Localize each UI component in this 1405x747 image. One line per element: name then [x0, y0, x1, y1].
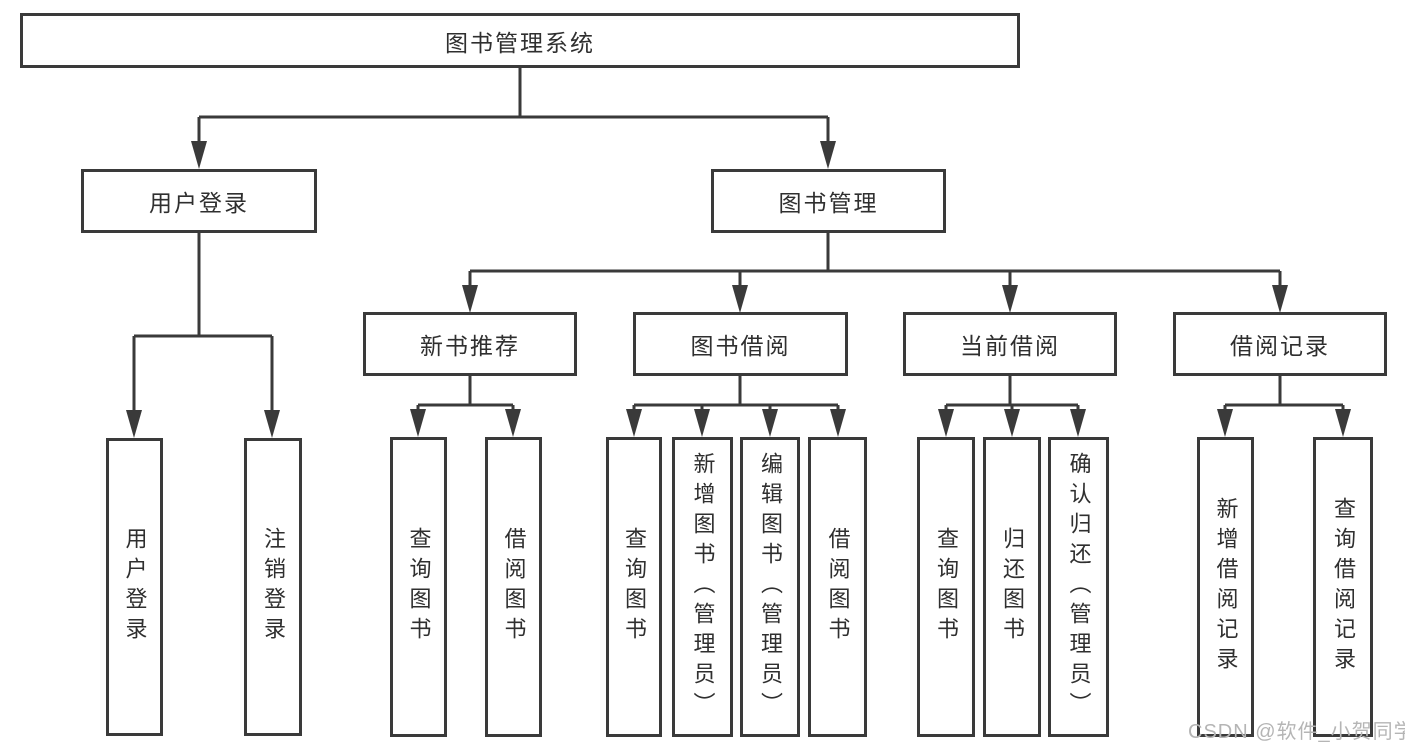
leaf-br-add-record: 新增借阅记录	[1197, 437, 1254, 737]
leaf-bb-add-books-admin: 新增图书（管理员）	[672, 437, 733, 737]
leaf-cb-query-books-label: 查询图书	[934, 527, 959, 647]
leaf-cb-return-books: 归还图书	[983, 437, 1041, 737]
node-library-system: 图书管理系统	[20, 13, 1020, 68]
leaf-cb-return-books-label: 归还图书	[1000, 527, 1025, 647]
leaf-nbr-query-books: 查询图书	[390, 437, 447, 737]
node-borrow-records-label: 借阅记录	[1230, 333, 1330, 359]
edge-root-to-level2	[191, 68, 836, 169]
leaf-cb-confirm-return-admin-label: 确认归还（管理员）	[1066, 452, 1092, 722]
leaf-nbr-query-books-label: 查询图书	[406, 527, 432, 647]
node-borrow-records: 借阅记录	[1173, 312, 1387, 376]
leaf-logout: 注销登录	[244, 438, 302, 736]
leaf-user-login-label: 用户登录	[122, 527, 148, 647]
leaf-bb-query-books-label: 查询图书	[622, 527, 647, 647]
node-book-borrow-label: 图书借阅	[690, 333, 791, 359]
edge-book-borrow-to-leaves	[626, 376, 846, 437]
leaf-nbr-borrow-books: 借阅图书	[485, 437, 542, 737]
leaf-logout-label: 注销登录	[261, 527, 286, 647]
edge-current-borrow-to-leaves	[938, 376, 1086, 437]
node-book-management: 图书管理	[711, 169, 946, 233]
node-book-management-label: 图书管理	[778, 190, 879, 216]
leaf-br-query-record: 查询借阅记录	[1313, 437, 1373, 737]
edge-new-book-recommend-to-leaves	[410, 376, 521, 437]
watermark: CSDN @软件_小贺同学	[1188, 721, 1405, 743]
leaf-bb-query-books: 查询图书	[606, 437, 662, 737]
leaf-user-login: 用户登录	[106, 438, 163, 736]
edge-borrow-records-to-leaves	[1217, 376, 1351, 437]
leaf-bb-borrow-books-label: 借阅图书	[825, 527, 851, 647]
leaf-bb-edit-books-admin: 编辑图书（管理员）	[740, 437, 800, 737]
edge-user-login-to-leaves	[126, 233, 280, 438]
leaf-cb-query-books: 查询图书	[917, 437, 975, 737]
node-library-system-label: 图书管理系统	[445, 29, 595, 56]
node-new-book-recommend-label: 新书推荐	[420, 333, 520, 359]
leaf-bb-edit-books-admin-label: 编辑图书（管理员）	[758, 452, 783, 722]
node-book-borrow: 图书借阅	[633, 312, 848, 376]
node-current-borrow-label: 当前借阅	[960, 333, 1060, 359]
leaf-br-add-record-label: 新增借阅记录	[1213, 497, 1239, 677]
edge-book-management-to-level3	[462, 233, 1288, 313]
node-current-borrow: 当前借阅	[903, 312, 1117, 376]
node-user-login-label: 用户登录	[149, 190, 249, 216]
leaf-nbr-borrow-books-label: 借阅图书	[501, 527, 527, 647]
node-user-login: 用户登录	[81, 169, 317, 233]
leaf-cb-confirm-return-admin: 确认归还（管理员）	[1048, 437, 1109, 737]
leaf-bb-borrow-books: 借阅图书	[808, 437, 867, 737]
leaf-br-query-record-label: 查询借阅记录	[1331, 497, 1356, 677]
leaf-bb-add-books-admin-label: 新增图书（管理员）	[690, 452, 716, 722]
node-new-book-recommend: 新书推荐	[363, 312, 577, 376]
